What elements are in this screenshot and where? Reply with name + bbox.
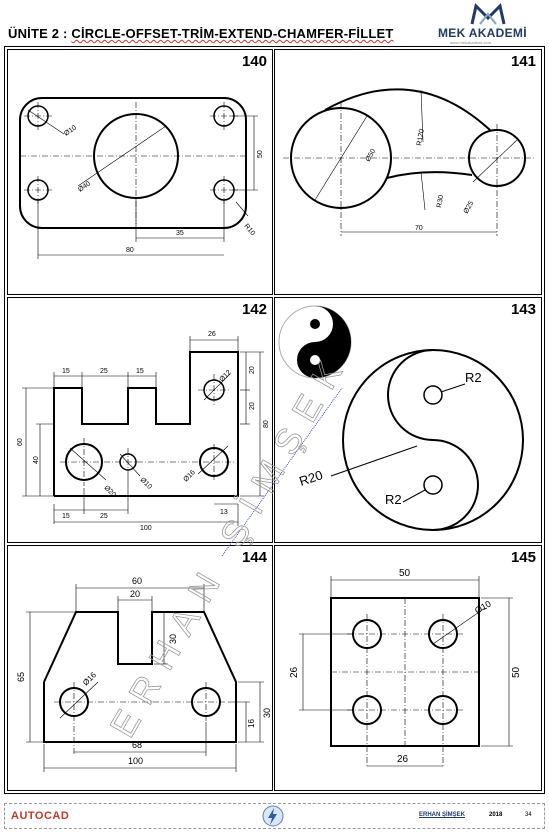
dim-142-6: 20	[249, 366, 256, 374]
drawing-143: R2 R20 R2	[278, 305, 524, 531]
dim-142-14: 13	[220, 509, 228, 516]
autocad-logo: AUTOCAD	[11, 810, 70, 822]
dim-140-3: 50	[257, 150, 264, 158]
dim-142-3: 25	[100, 368, 108, 375]
dim-144-2: 20	[130, 589, 140, 599]
dim-142-17: 100	[140, 525, 152, 532]
dim-141-4: Ø25	[463, 200, 476, 215]
dim-145-5: 26	[397, 754, 409, 765]
dim-142-13: Ø16	[182, 469, 196, 483]
dim-145-2: Ø10	[473, 599, 493, 616]
dim-142-7: 20	[249, 402, 256, 410]
drawing-140: Ø10 Ø40 50 R10 35 80	[19, 97, 264, 259]
dim-142-9: 40	[33, 456, 40, 464]
exercise-grid: 140 Ø10 Ø40	[4, 46, 545, 794]
title-commands: CİRCLE-OFFSET-TRİM-EXTEND-CHAMFER-FİLLET	[71, 26, 394, 41]
dim-144-8: 68	[132, 740, 142, 750]
dim-144-3: 30	[168, 634, 178, 644]
exercise-145: 145 50 Ø10 26 50 26	[274, 545, 542, 791]
dim-142-12: Ø10	[139, 476, 153, 490]
exercise-144: 144 60 20 30 65 Ø16	[7, 545, 273, 791]
dim-144-1: 60	[132, 576, 142, 586]
dim-143-1: R2	[465, 370, 482, 385]
dim-144-9: 100	[128, 756, 143, 766]
exercise-140: 140 Ø10 Ø40	[7, 49, 273, 295]
exercise-143: 143 R2 R20 R2	[274, 297, 542, 543]
dim-144-7: 16	[247, 719, 256, 728]
exercise-number: 145	[510, 549, 536, 566]
logo-text: MEK AKADEMİ	[438, 26, 527, 40]
dim-143-2: R20	[297, 467, 324, 489]
dim-141-5: 70	[415, 225, 423, 232]
dim-140-4: R10	[242, 223, 256, 237]
dim-141-2: R120	[416, 129, 426, 147]
drawing-141: Ø50 R120 R30 Ø25 70	[283, 88, 535, 236]
title-prefix: ÜNİTE 2 :	[8, 26, 72, 41]
dim-145-1: 50	[399, 568, 411, 579]
dim-140-6: 80	[126, 247, 134, 254]
dim-142-10: 80	[263, 420, 270, 428]
dim-143-3: R2	[385, 492, 402, 507]
exercise-number: 143	[510, 301, 536, 318]
footer: AUTOCAD ERHAN ŞİMŞEK 2018 34	[4, 803, 545, 829]
logo-m-icon	[470, 3, 506, 25]
dim-141-1: Ø50	[365, 148, 378, 163]
footer-author: ERHAN ŞİMŞEK	[419, 812, 466, 818]
exercise-number: 140	[241, 53, 267, 70]
exercise-141: 141 Ø50 R120 R30 Ø25 70	[274, 49, 542, 295]
dim-145-3: 26	[289, 666, 300, 678]
dim-144-6: 30	[262, 708, 272, 718]
drawing-142: 26 15 25 15 Ø12 20 20 60 40 80 Ø20 Ø10 Ø…	[17, 331, 270, 532]
exercise-number: 144	[241, 549, 267, 566]
dim-145-4: 50	[511, 666, 522, 678]
dim-142-4: 15	[136, 368, 144, 375]
footer-year: 2018	[489, 812, 503, 818]
lightning-icon	[262, 805, 284, 827]
dim-144-4: 65	[16, 672, 26, 682]
dim-140-1: Ø10	[63, 124, 78, 137]
dim-140-2: Ø40	[77, 180, 92, 193]
exercise-142: 142	[7, 297, 273, 543]
dim-142-15: 15	[62, 513, 70, 520]
mek-akademi-logo: MEK AKADEMİ www.mekakademi.com	[436, 2, 540, 46]
yin-yang-icon	[278, 305, 352, 379]
dim-142-16: 25	[100, 513, 108, 520]
dim-141-3: R30	[436, 194, 445, 208]
dim-142-5: Ø12	[218, 369, 232, 383]
dim-142-2: 15	[62, 368, 70, 375]
dim-140-5: 35	[176, 230, 184, 237]
page-title: ÜNİTE 2 : CİRCLE-OFFSET-TRİM-EXTEND-CHAM…	[8, 26, 394, 41]
drawing-144: 60 20 30 65 Ø16 30 16 68 100	[16, 576, 272, 772]
dim-142-1: 26	[208, 331, 216, 338]
exercise-number: 141	[510, 53, 536, 70]
logo-url: www.mekakademi.com	[450, 40, 491, 45]
dim-144-5: Ø16	[81, 670, 98, 687]
dim-142-8: 60	[17, 438, 24, 446]
exercise-number: 142	[241, 301, 267, 318]
drawing-145: 50 Ø10 26 50 26	[289, 568, 522, 768]
page-number: 34	[525, 812, 532, 818]
